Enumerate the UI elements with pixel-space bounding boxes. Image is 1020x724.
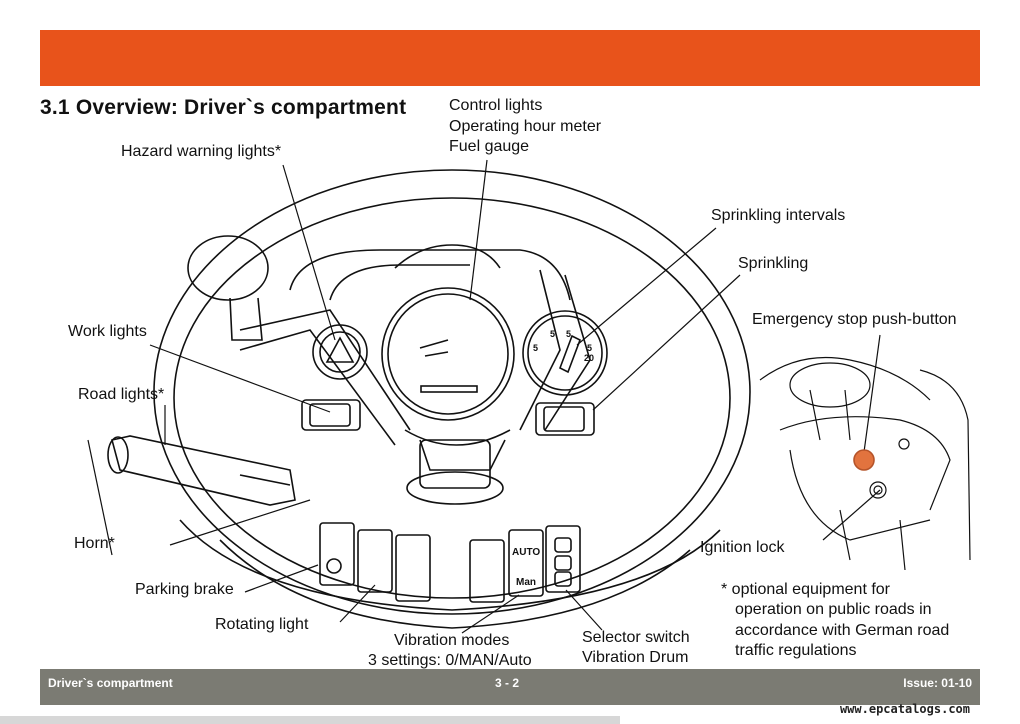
auto-switch-label: AUTO <box>512 547 541 558</box>
watermark: www.epcatalogs.com <box>839 702 970 716</box>
interval-mark-d: 5 <box>587 343 593 353</box>
footer-page-number: 3 - 2 <box>495 676 520 690</box>
page-title: 3.1 Overview: Driver`s compartment <box>40 96 407 119</box>
label-sprinkling-intervals: Sprinkling intervals <box>711 207 846 224</box>
bottom-strip <box>0 716 620 724</box>
label-parking-brake: Parking brake <box>135 581 234 598</box>
label-vibration-modes: Vibration modes <box>394 632 510 649</box>
label-hazard-warning-lights: Hazard warning lights* <box>121 143 282 160</box>
note-line-1: * optional equipment for <box>721 581 890 598</box>
label-vibration-settings: 3 settings: 0/MAN/Auto <box>368 652 532 669</box>
interval-mark-e: 20 <box>584 353 595 363</box>
note-line-4: traffic regulations <box>735 642 857 659</box>
label-horn: Horn* <box>74 535 115 552</box>
label-sprinkling: Sprinkling <box>738 255 809 272</box>
interval-mark-b: 5 <box>566 329 572 339</box>
interval-mark-c: 5 <box>533 343 539 353</box>
label-selector-switch: Selector switch <box>582 629 690 646</box>
footer-section: Driver`s compartment <box>48 676 173 690</box>
man-switch-label: Man <box>516 577 536 588</box>
label-ignition-lock: Ignition lock <box>700 539 785 556</box>
page-footer: Driver`s compartment 3 - 2 Issue: 01-10 <box>40 669 980 705</box>
interval-mark-a: 5 <box>550 329 556 339</box>
label-vibration-drum: Vibration Drum <box>582 649 689 666</box>
label-work-lights: Work lights <box>68 323 147 340</box>
label-rotating-light: Rotating light <box>215 616 309 633</box>
label-operating-hour-meter: Operating hour meter <box>449 118 602 135</box>
footer-issue: Issue: 01-10 <box>903 676 972 690</box>
label-control-lights: Control lights <box>449 97 543 114</box>
note-line-2: operation on public roads in <box>735 601 932 618</box>
label-road-lights: Road lights* <box>78 386 165 403</box>
header-bar <box>40 30 980 86</box>
label-fuel-gauge: Fuel gauge <box>449 138 530 155</box>
note-line-3: accordance with German road <box>735 622 950 639</box>
label-emergency-stop: Emergency stop push-button <box>752 311 957 328</box>
